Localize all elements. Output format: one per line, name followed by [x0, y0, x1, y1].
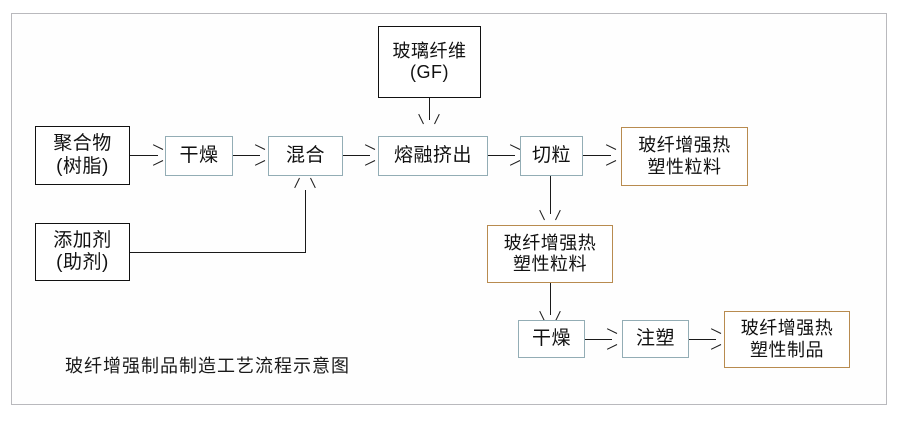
connector-drying2-to-injection	[585, 339, 612, 340]
node-additives[interactable]: 添加剂 (助剂)	[35, 223, 130, 281]
arrowhead-additives-to-mixing	[299, 178, 311, 189]
arrowhead-drying1-to-mixing	[254, 149, 265, 161]
connector-mixing-to-extrusion	[343, 155, 370, 156]
connector-extrusion-to-pelletizing	[488, 155, 515, 156]
connector-injection-to-products	[689, 339, 716, 340]
node-gf-pellets-mid[interactable]: 玻纤增强热 塑性粒料	[487, 225, 613, 283]
node-drying-2[interactable]: 干燥	[518, 320, 585, 358]
node-melt-extrusion[interactable]: 熔融挤出	[378, 136, 488, 176]
connector-additives-horizontal	[130, 252, 306, 253]
arrowhead-extrusion-to-pelletizing	[509, 149, 520, 161]
connector-pelletizing-to-pellets	[583, 155, 611, 156]
connector-drying1-to-mixing	[233, 155, 260, 156]
arrowhead-injection-to-products	[710, 333, 721, 345]
node-gf-products[interactable]: 玻纤增强热 塑性制品	[724, 311, 850, 368]
diagram-caption: 玻纤增强制品制造工艺流程示意图	[65, 356, 350, 376]
connector-pelletizing-down	[550, 176, 551, 214]
arrowhead-pelletizing-to-pellets	[605, 149, 616, 161]
node-pelletizing[interactable]: 切粒	[520, 136, 583, 176]
arrowhead-gf-to-extrusion	[423, 113, 435, 124]
node-injection-molding[interactable]: 注塑	[622, 320, 689, 358]
node-drying-1[interactable]: 干燥	[165, 136, 233, 176]
node-mixing[interactable]: 混合	[268, 136, 343, 176]
node-gf-pellets-right[interactable]: 玻纤增强热 塑性粒料	[621, 127, 748, 186]
connector-pellets-to-drying2	[550, 283, 551, 315]
arrowhead-polymer-to-drying	[152, 149, 163, 161]
arrowhead-pelletizing-down	[544, 209, 556, 220]
connector-gf-to-extrusion	[429, 98, 430, 120]
arrowhead-drying2-to-injection	[606, 333, 617, 345]
arrowhead-mixing-to-extrusion	[364, 149, 375, 161]
connector-polymer-to-drying	[130, 155, 158, 156]
node-glass-fiber[interactable]: 玻璃纤维 (GF)	[378, 26, 481, 98]
node-polymer[interactable]: 聚合物 (树脂)	[35, 126, 130, 185]
connector-additives-vertical	[305, 190, 306, 253]
